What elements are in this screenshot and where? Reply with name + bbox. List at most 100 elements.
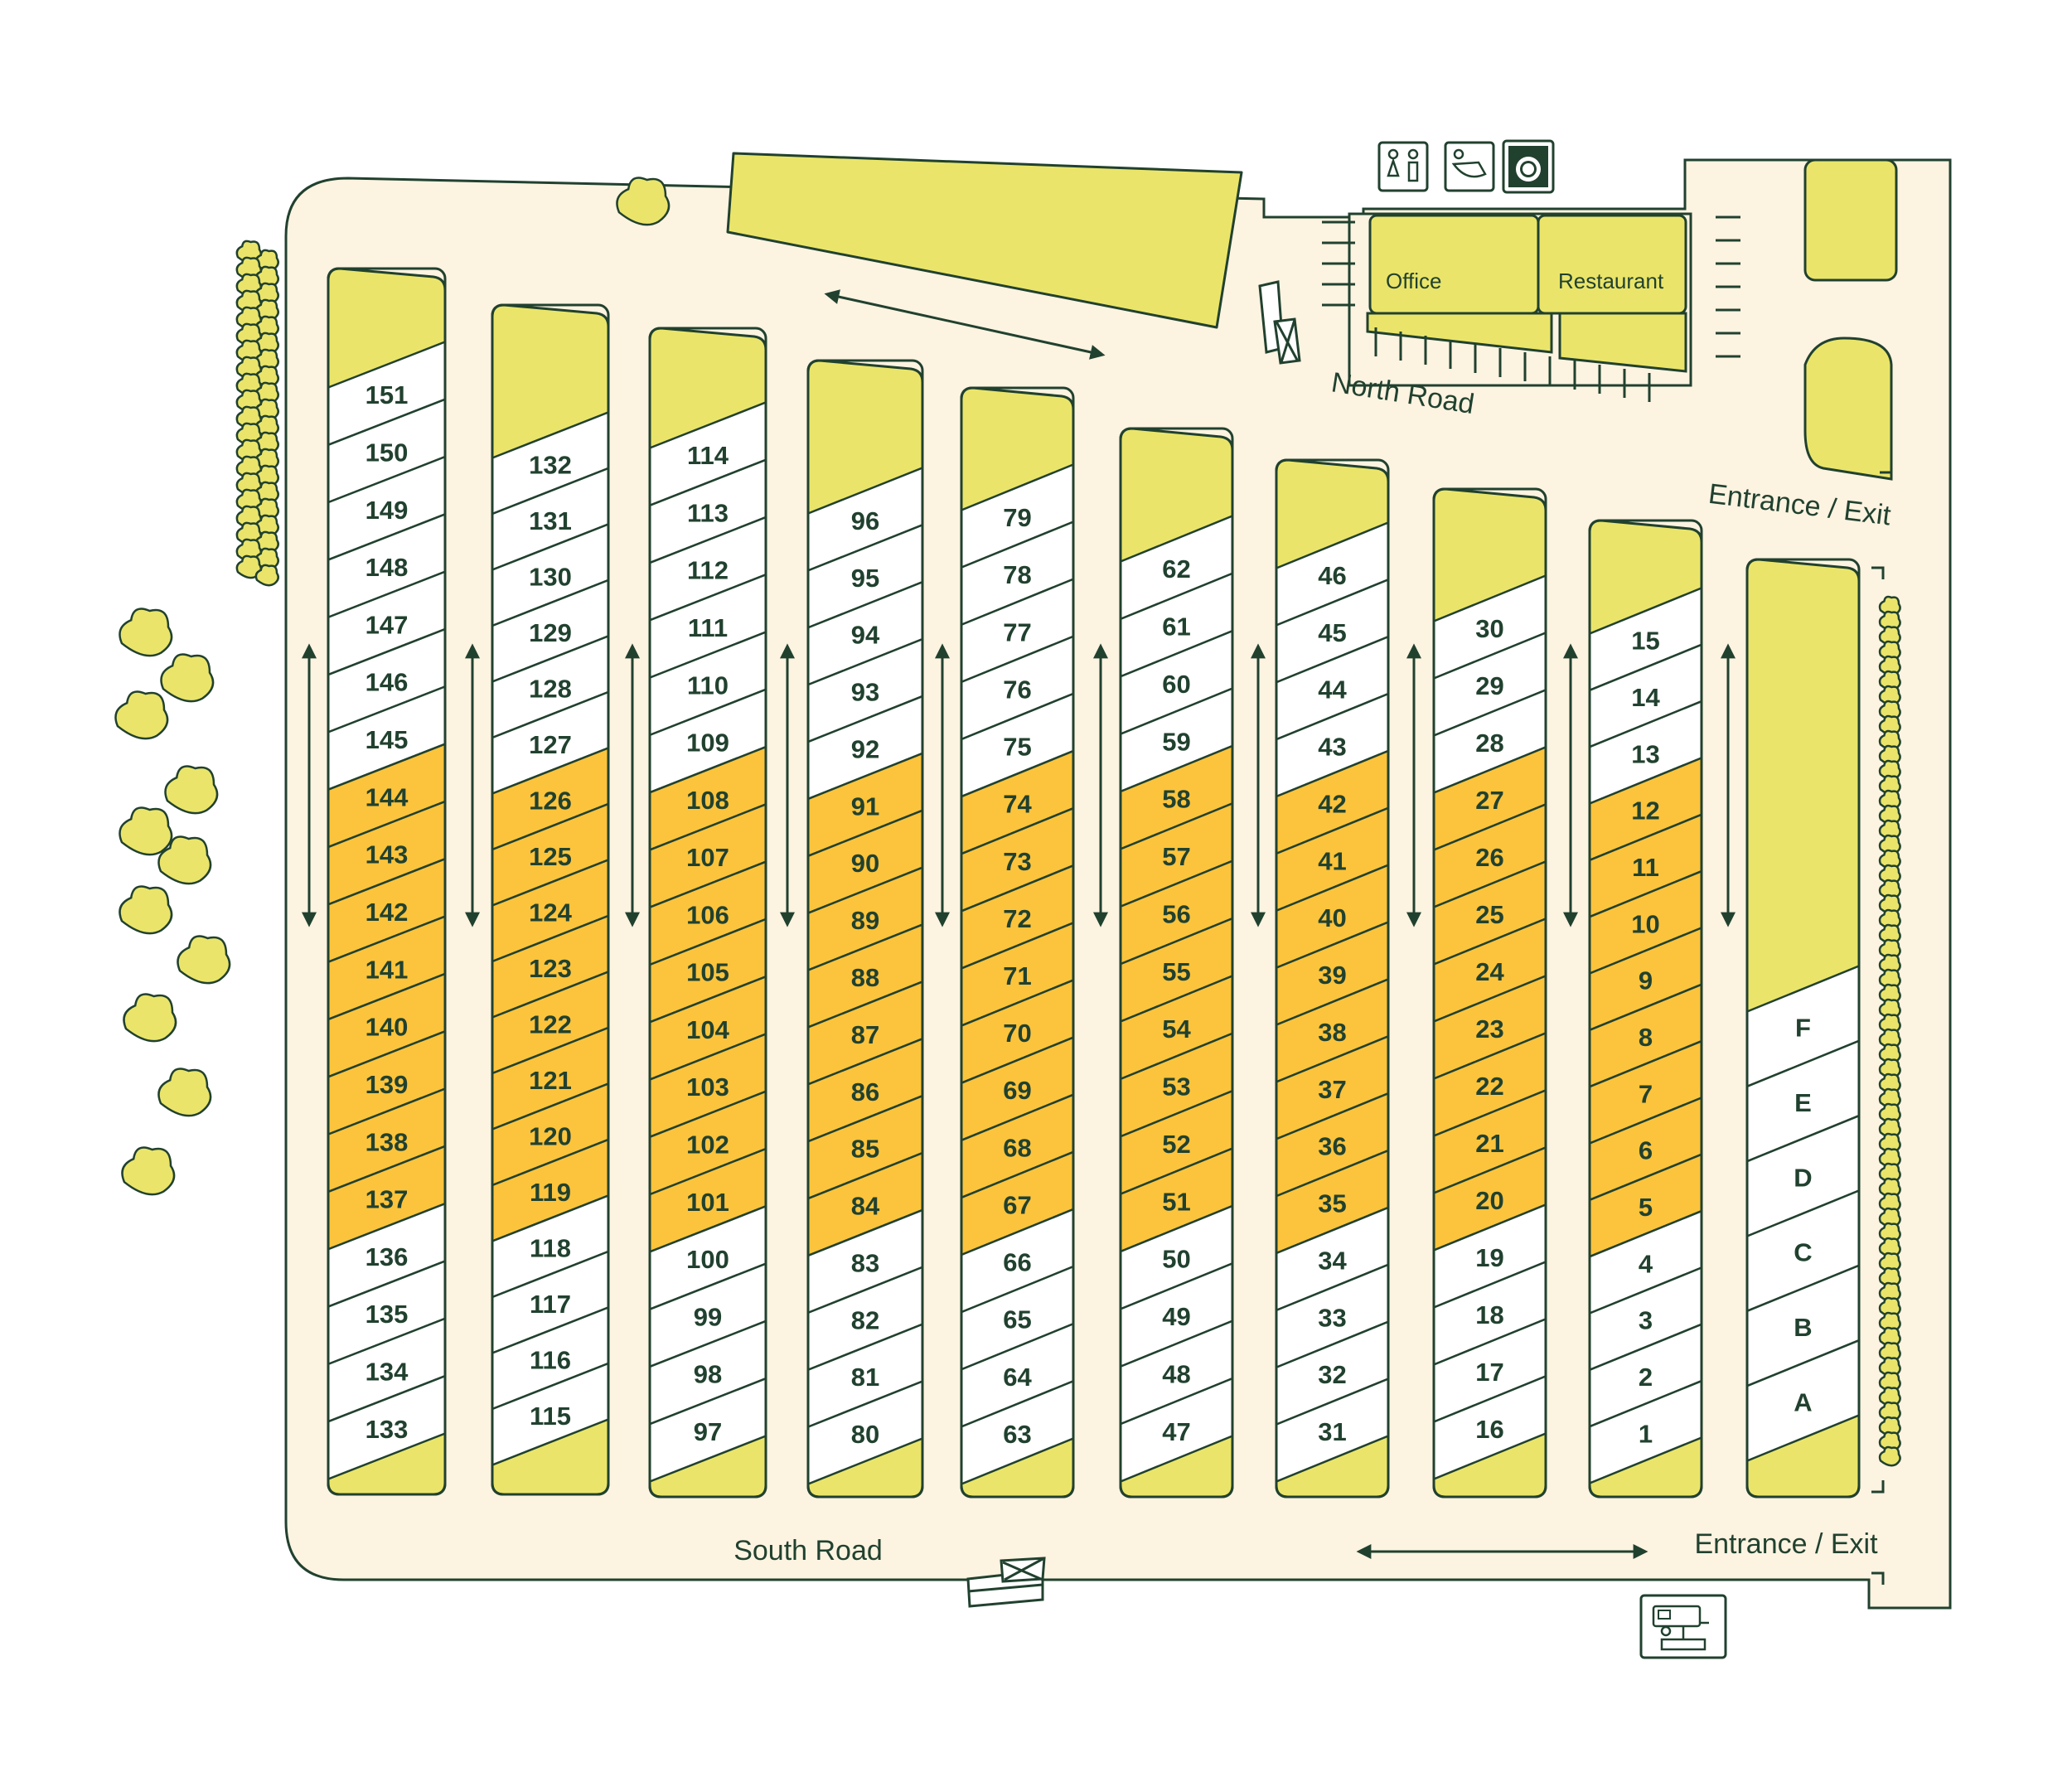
site-number: 21 xyxy=(1475,1129,1503,1158)
site-number: 48 xyxy=(1162,1359,1190,1388)
site-number: 2 xyxy=(1639,1363,1653,1392)
site-number: 14 xyxy=(1631,683,1660,712)
site-number: 82 xyxy=(851,1305,879,1334)
site-number: F xyxy=(1795,1014,1811,1043)
site-number: 119 xyxy=(530,1178,571,1207)
site-number: 101 xyxy=(686,1188,729,1217)
site-number: 89 xyxy=(851,906,879,935)
row-outline xyxy=(1745,558,1861,1499)
site-number: 71 xyxy=(1003,961,1031,990)
site-number: 106 xyxy=(686,900,729,929)
site-number: 79 xyxy=(1003,503,1031,532)
site-number: 22 xyxy=(1475,1072,1503,1101)
site-number: 112 xyxy=(687,556,729,585)
row-outline xyxy=(960,386,1075,1499)
site-number: 115 xyxy=(530,1402,571,1431)
site-number: 74 xyxy=(1003,790,1032,819)
site-number: 55 xyxy=(1162,957,1190,986)
site-number: 126 xyxy=(529,786,572,815)
site-number: 62 xyxy=(1162,554,1190,583)
site-number: 99 xyxy=(694,1302,722,1331)
site-number: 145 xyxy=(366,725,409,754)
site-number: 58 xyxy=(1162,785,1190,814)
site-number: 15 xyxy=(1631,627,1659,656)
shrub xyxy=(164,765,219,815)
site-number: 54 xyxy=(1162,1014,1191,1043)
site-number: 65 xyxy=(1003,1305,1031,1334)
site-number: 45 xyxy=(1318,618,1346,647)
south-road-label: South Road xyxy=(733,1535,883,1566)
site-number: 10 xyxy=(1631,909,1659,938)
site-number: 130 xyxy=(529,562,572,591)
site-number: 47 xyxy=(1162,1417,1190,1446)
site-number: 102 xyxy=(686,1130,729,1159)
site-number: 129 xyxy=(529,618,572,647)
site-number: 23 xyxy=(1475,1014,1503,1043)
site-row: 1141131121111101091081071061051041031021… xyxy=(648,327,767,1499)
site-number: 68 xyxy=(1003,1133,1031,1162)
shrub xyxy=(160,653,215,703)
site-number: E xyxy=(1794,1088,1812,1117)
site-number: 137 xyxy=(366,1185,409,1214)
site-number: 67 xyxy=(1003,1190,1031,1219)
site-number: 124 xyxy=(529,898,572,927)
site-number: 125 xyxy=(529,842,572,871)
site-number: 146 xyxy=(366,668,409,697)
site-number: 107 xyxy=(686,843,729,872)
site-number: 44 xyxy=(1318,675,1347,705)
site-number: 59 xyxy=(1162,727,1190,756)
site-number: 142 xyxy=(366,898,409,927)
site-number: 39 xyxy=(1318,961,1346,990)
site-number: 72 xyxy=(1003,904,1031,933)
site-number: 37 xyxy=(1318,1075,1346,1104)
site-number: 11 xyxy=(1632,853,1659,882)
shrub xyxy=(119,885,173,935)
site-number: 109 xyxy=(686,729,729,758)
site-number: 18 xyxy=(1475,1300,1503,1329)
site-number: 61 xyxy=(1162,613,1190,642)
site-number: C xyxy=(1794,1238,1812,1267)
site-number: 143 xyxy=(366,840,409,869)
site-number: 31 xyxy=(1318,1417,1346,1446)
site-number: 46 xyxy=(1318,561,1346,590)
site-number: 113 xyxy=(687,498,729,527)
entrance-markers xyxy=(1871,461,1893,1585)
site-number: 30 xyxy=(1475,614,1503,643)
site-number: 17 xyxy=(1475,1358,1503,1387)
site-number: 4 xyxy=(1639,1249,1653,1278)
site-number: 9 xyxy=(1639,966,1653,995)
site-number: 38 xyxy=(1318,1018,1346,1047)
north-green-area xyxy=(726,152,1243,329)
row-outline xyxy=(327,267,447,1496)
laundry-icon xyxy=(1502,139,1555,194)
row-outline xyxy=(1588,519,1703,1499)
site-number: 41 xyxy=(1318,846,1346,875)
site-number: 133 xyxy=(366,1415,409,1444)
site-number: 128 xyxy=(529,674,572,703)
site-number: 116 xyxy=(530,1345,571,1374)
site-number: 93 xyxy=(851,678,879,707)
site-number: 63 xyxy=(1003,1420,1031,1449)
site-number: 1 xyxy=(1639,1419,1653,1448)
site-number: 7 xyxy=(1639,1079,1653,1108)
site-number: 84 xyxy=(851,1192,880,1221)
site-number: 117 xyxy=(530,1290,571,1319)
site-number: 53 xyxy=(1162,1072,1190,1102)
site-number: 120 xyxy=(529,1121,572,1150)
site-number: 83 xyxy=(851,1248,879,1277)
hedge-row xyxy=(1878,595,1901,1467)
site-number: 81 xyxy=(851,1363,879,1392)
row-outline xyxy=(648,327,767,1499)
site-number: 139 xyxy=(366,1070,409,1099)
site-number: 100 xyxy=(686,1245,729,1274)
row-outline xyxy=(1119,427,1234,1499)
site-number: 122 xyxy=(529,1010,572,1039)
mailbox-icon xyxy=(966,1557,1046,1608)
site-number: 148 xyxy=(366,553,409,582)
site-number: 78 xyxy=(1003,560,1031,589)
row-outline xyxy=(491,303,610,1496)
site-number: 95 xyxy=(851,564,879,593)
